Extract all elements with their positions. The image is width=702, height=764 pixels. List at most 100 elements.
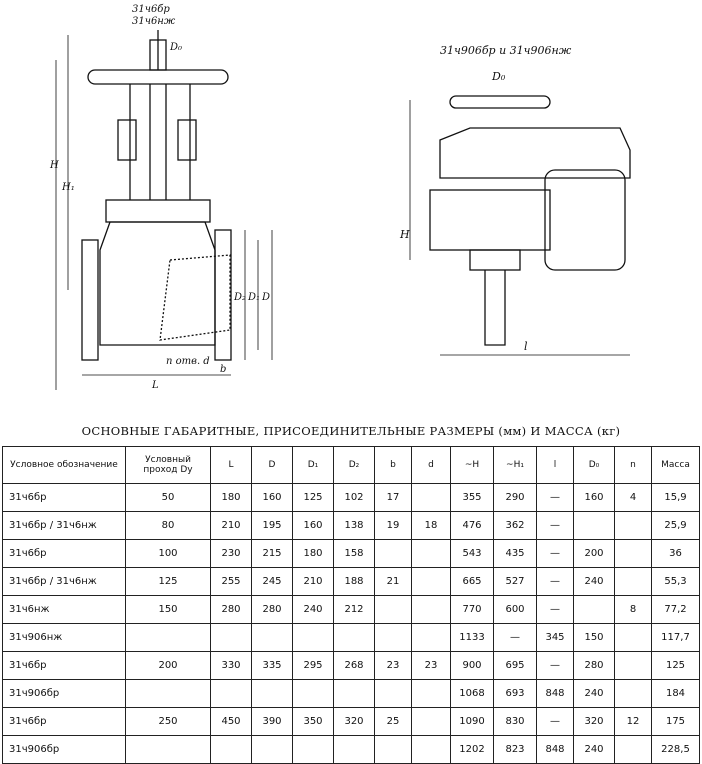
col-mass: Масса bbox=[651, 446, 700, 484]
table-cell-l: — bbox=[536, 511, 574, 540]
table-cell-D1: 350 bbox=[292, 707, 334, 736]
table-cell-b: 25 bbox=[374, 707, 412, 736]
table-cell-H: 900 bbox=[450, 651, 494, 680]
table-cell-L bbox=[210, 623, 252, 652]
actuated-valve-labels: 31ч906бр и 31ч906нж D₀ H l bbox=[399, 44, 572, 353]
table-cell-H: 1202 bbox=[450, 735, 494, 764]
table-cell-L: 230 bbox=[210, 539, 252, 568]
table-cell-D0: 200 bbox=[573, 539, 615, 568]
dim-h: H bbox=[49, 160, 59, 171]
top-label-1: 31ч6бр bbox=[132, 4, 170, 15]
table-cell-H1: 693 bbox=[493, 679, 537, 708]
table-cell-D1: 160 bbox=[292, 511, 334, 540]
table-cell-l: — bbox=[536, 539, 574, 568]
table-cell-H: 665 bbox=[450, 567, 494, 596]
dimensions-table: Условное обозначение Условный проход Dу … bbox=[2, 446, 700, 764]
table-cell-H: 1133 bbox=[450, 623, 494, 652]
table-cell-name: 31ч6бр bbox=[2, 651, 126, 680]
table-cell-D1: 295 bbox=[292, 651, 334, 680]
technical-drawings: 31ч6бр 31ч6нж D₀ H H₁ D₂ D₁ D L b n отв.… bbox=[49, 4, 631, 391]
table-cell-m: 175 bbox=[651, 707, 700, 736]
table-cell-D0: 240 bbox=[573, 567, 615, 596]
table-cell-m: 117,7 bbox=[651, 623, 700, 652]
table-cell-H1: 695 bbox=[493, 651, 537, 680]
table-cell-n: 12 bbox=[614, 707, 652, 736]
table-cell-L bbox=[210, 679, 252, 708]
table-cell-d bbox=[411, 483, 451, 512]
table-cell-D1 bbox=[292, 623, 334, 652]
table-cell-l: — bbox=[536, 567, 574, 596]
dim-l-right: l bbox=[524, 340, 528, 353]
col-dy: Условный проход Dу bbox=[125, 446, 211, 484]
dim-h1: H₁ bbox=[61, 182, 75, 193]
table-cell-name: 31ч6бр bbox=[2, 707, 126, 736]
table-cell-b bbox=[374, 679, 412, 708]
dim-d: D bbox=[261, 292, 270, 303]
table-cell-d bbox=[411, 707, 451, 736]
table-cell-D1: 180 bbox=[292, 539, 334, 568]
table-cell-dy bbox=[125, 735, 211, 764]
table-cell-d bbox=[411, 595, 451, 624]
table-cell-D2: 158 bbox=[333, 539, 375, 568]
table-cell-d: 18 bbox=[411, 511, 451, 540]
table-header-row: Условное обозначение Условный проход Dу … bbox=[2, 446, 700, 484]
table-cell-n bbox=[614, 539, 652, 568]
table-cell-d bbox=[411, 679, 451, 708]
table-cell-d bbox=[411, 623, 451, 652]
table-cell-H1: 600 bbox=[493, 595, 537, 624]
gate-valve-labels: 31ч6бр 31ч6нж D₀ H H₁ D₂ D₁ D L b n отв.… bbox=[49, 4, 270, 391]
table-cell-dy bbox=[125, 679, 211, 708]
col-h: ~H bbox=[450, 446, 494, 484]
table-cell-D0: 150 bbox=[573, 623, 615, 652]
table-cell-dy bbox=[125, 623, 211, 652]
table-cell-D: 280 bbox=[251, 595, 293, 624]
dim-d0: D₀ bbox=[169, 42, 182, 53]
col-ll: l bbox=[536, 446, 574, 484]
col-d: D bbox=[251, 446, 293, 484]
table-cell-D0: 320 bbox=[573, 707, 615, 736]
table-cell-L: 450 bbox=[210, 707, 252, 736]
table-cell-n bbox=[614, 679, 652, 708]
table-cell-D bbox=[251, 679, 293, 708]
table-cell-m: 184 bbox=[651, 679, 700, 708]
table-cell-b bbox=[374, 595, 412, 624]
col-n: n bbox=[614, 446, 652, 484]
table-cell-d bbox=[411, 567, 451, 596]
table-cell-m: 36 bbox=[651, 539, 700, 568]
table-cell-n bbox=[614, 511, 652, 540]
table-cell-H1: 830 bbox=[493, 707, 537, 736]
table-cell-n bbox=[614, 567, 652, 596]
table-cell-D: 335 bbox=[251, 651, 293, 680]
table-cell-D0: 240 bbox=[573, 735, 615, 764]
table-cell-L: 330 bbox=[210, 651, 252, 680]
table-cell-l: — bbox=[536, 483, 574, 512]
table-cell-m: 228,5 bbox=[651, 735, 700, 764]
dim-b: b bbox=[220, 364, 226, 375]
table-cell-b: 19 bbox=[374, 511, 412, 540]
table-cell-d bbox=[411, 735, 451, 764]
table-cell-l: 345 bbox=[536, 623, 574, 652]
table-cell-D bbox=[251, 623, 293, 652]
table-cell-D1: 125 bbox=[292, 483, 334, 512]
table-cell-dy: 250 bbox=[125, 707, 211, 736]
table-cell-l: — bbox=[536, 707, 574, 736]
table-cell-d bbox=[411, 539, 451, 568]
actuated-valve-drawing bbox=[409, 95, 631, 356]
table-cell-D: 195 bbox=[251, 511, 293, 540]
table-cell-l: — bbox=[536, 651, 574, 680]
table-cell-name: 31ч6бр bbox=[2, 539, 126, 568]
table-cell-D: 215 bbox=[251, 539, 293, 568]
table-cell-dy: 150 bbox=[125, 595, 211, 624]
table-cell-D1 bbox=[292, 735, 334, 764]
table-cell-D2: 138 bbox=[333, 511, 375, 540]
table-cell-L: 180 bbox=[210, 483, 252, 512]
dim-holes: n отв. d bbox=[166, 356, 210, 367]
